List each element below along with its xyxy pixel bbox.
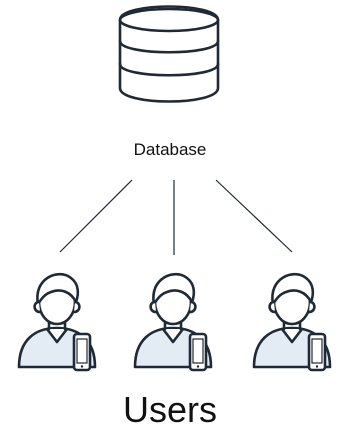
connector-line-left [59, 179, 133, 253]
users-label: Users [122, 389, 217, 430]
connector-lines [59, 179, 293, 255]
user-icon-middle [133, 272, 213, 372]
database-label: Database [133, 140, 207, 159]
user-icon-left [17, 272, 97, 372]
database-icon [118, 5, 220, 103]
user-icon-right [252, 272, 332, 372]
connector-line-right [215, 179, 293, 253]
